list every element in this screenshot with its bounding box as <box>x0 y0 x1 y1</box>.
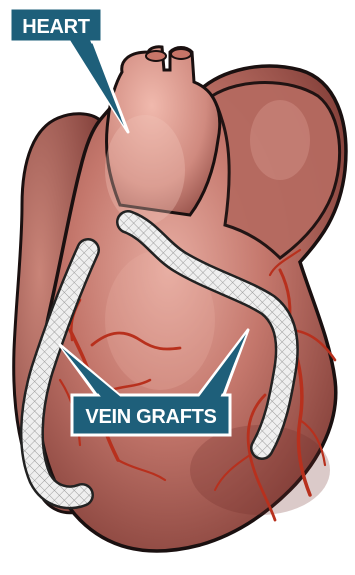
vein-grafts-label: VEIN GRAFTS <box>85 406 216 428</box>
vessel-opening-left <box>146 51 166 61</box>
highlight-shape <box>250 100 310 180</box>
vessel-opening-right <box>171 49 191 59</box>
heart-label: HEART <box>22 16 89 38</box>
highlight-shape <box>105 115 185 225</box>
